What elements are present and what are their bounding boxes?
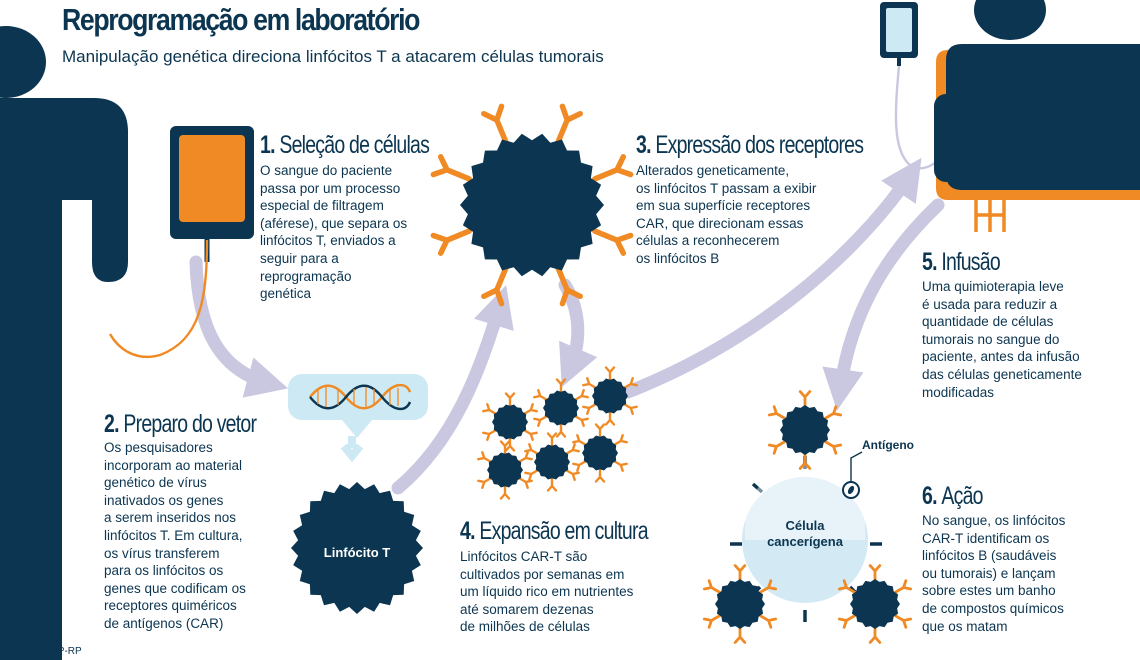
step-6-number: 6. <box>922 482 937 510</box>
car-receptor <box>592 228 634 256</box>
source-value: USP-RP <box>43 646 82 657</box>
step-6-text: No sangue, os linfócitos CAR-T identific… <box>922 513 1066 634</box>
dna-helix-icon <box>309 383 412 411</box>
step-1-number: 1. <box>260 131 275 159</box>
patient-seated-figure <box>934 0 1140 232</box>
car-receptor <box>430 154 472 182</box>
car-receptor <box>891 613 913 629</box>
cell-body <box>715 579 765 629</box>
page-subtitle: Manipulação genética direciona linfócito… <box>62 47 604 66</box>
cell-body <box>592 378 628 414</box>
step-5-number: 5. <box>922 248 937 276</box>
step-3-heading: 3.Expressão dos receptores <box>636 131 864 159</box>
step-1-heading: 1.Seleção de células <box>260 131 430 159</box>
step-2-text: Os pesquisadores incorporam ao material … <box>104 440 246 631</box>
step-5-heading: 5.Infusão <box>922 248 1001 276</box>
car-receptor <box>592 154 634 182</box>
patient-standing-figure <box>0 26 128 660</box>
car-receptor <box>767 439 789 455</box>
attacking-car-t-cell-1 <box>767 390 843 470</box>
culture-cell-6 <box>572 423 628 483</box>
step-4-text: Linfócitos CAR-T são cultivados por sema… <box>460 549 634 635</box>
step-2-heading: 2.Preparo do vetor <box>104 410 257 438</box>
cell-body <box>487 452 523 488</box>
car-receptor <box>481 103 509 145</box>
arrow-2-to-3 <box>391 285 514 495</box>
attacking-car-t-cell-3 <box>837 564 913 644</box>
attacking-car-t-cell-2 <box>702 564 778 644</box>
dna-vector-bubble <box>288 374 428 463</box>
step-5-title: Infusão <box>941 248 1000 276</box>
car-t-cell-large <box>430 103 634 307</box>
car-receptor <box>891 579 913 595</box>
cell-body <box>850 579 900 629</box>
lymphocyte-t-cell <box>291 482 423 614</box>
iv-drip-bag <box>880 2 952 170</box>
cancer-cell <box>730 451 882 622</box>
car-receptor <box>481 265 509 307</box>
cell-body <box>780 405 830 455</box>
car-receptor <box>430 228 472 256</box>
step-6-title: Ação <box>941 482 983 510</box>
arrow-1-to-2 <box>189 255 289 398</box>
car-receptor <box>756 613 778 629</box>
cell-body <box>291 482 423 614</box>
step-3-text: Alterados geneticamente, os linfócitos T… <box>636 163 817 266</box>
source-credit: FONTE USP-RP <box>4 646 82 657</box>
source-label: FONTE <box>4 646 38 657</box>
step-6-heading: 6.Ação <box>922 482 983 510</box>
culture-cell-2 <box>533 378 589 438</box>
step-5-text: Uma quimioterapia leve é usada para redu… <box>922 279 1082 400</box>
blood-bag <box>108 126 254 358</box>
page-title: Reprogramação em laboratório <box>62 2 420 37</box>
car-receptor <box>702 613 724 629</box>
arrow-5-to-6 <box>822 198 945 411</box>
car-receptor <box>821 439 843 455</box>
car-receptor <box>837 613 859 629</box>
cell-body <box>534 444 570 480</box>
cell-body <box>582 435 618 471</box>
culture-cell-4 <box>477 440 533 500</box>
step-4-number: 4. <box>460 517 475 545</box>
step-1-title: Seleção de células <box>279 131 430 159</box>
step-4-heading: 4.Expansão em cultura <box>460 517 649 545</box>
step-2-title: Preparo do vetor <box>123 410 257 438</box>
car-receptor <box>702 579 724 595</box>
car-receptor <box>821 405 843 421</box>
step-3-title: Expressão dos receptores <box>655 131 864 159</box>
lymphocyte-label: Linfócito T <box>323 545 391 560</box>
cell-body <box>460 133 604 277</box>
step-3-number: 3. <box>636 131 651 159</box>
culture-cell-3 <box>582 366 638 426</box>
iv-tube-left <box>108 239 209 358</box>
arrow-4-to-5 <box>621 157 922 399</box>
step-1-text: O sangue do paciente passa por um proces… <box>260 163 408 302</box>
cancer-cell-label: Célula cancerígena <box>767 518 843 549</box>
cell-body <box>492 404 528 440</box>
cell-group <box>291 103 913 644</box>
step-4-title: Expansão em cultura <box>479 517 648 545</box>
antigen-marker <box>842 451 863 499</box>
car-receptor <box>555 103 583 145</box>
step-2-number: 2. <box>104 410 119 438</box>
cell-body <box>543 390 579 426</box>
culture-cell-1 <box>482 392 538 452</box>
antigen-label: Antígeno <box>862 438 914 452</box>
car-receptor <box>767 405 789 421</box>
culture-cell-5 <box>524 432 580 492</box>
car-receptor <box>555 265 583 307</box>
